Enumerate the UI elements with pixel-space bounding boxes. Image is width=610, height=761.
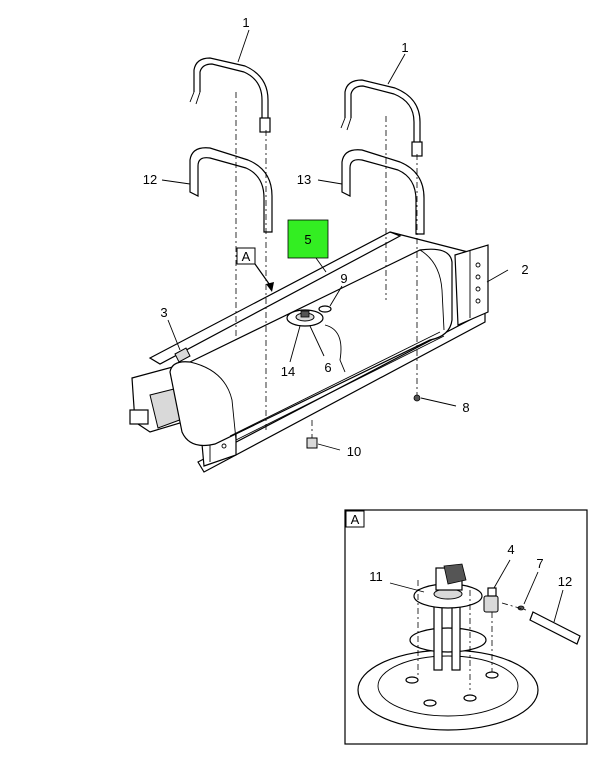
callout-drain-plug: 10 bbox=[347, 444, 361, 459]
callout-tank: 5 bbox=[304, 232, 311, 247]
callout-nut: 8 bbox=[462, 400, 469, 415]
callout-bracket: 2 bbox=[521, 262, 528, 277]
callout-sender-unit: 6 bbox=[324, 360, 331, 375]
detail-flag-label: A bbox=[242, 249, 251, 264]
mounting-nut bbox=[413, 394, 421, 402]
callout-detail-tube: 12 bbox=[558, 574, 572, 589]
fuel-tank bbox=[169, 248, 453, 447]
callout-hose-fitting: 3 bbox=[160, 305, 167, 320]
callout-sender-fitting: 4 bbox=[507, 542, 514, 557]
fuel-cap bbox=[318, 305, 332, 313]
detail-a-label: A bbox=[351, 512, 360, 527]
strap-insulator-left bbox=[189, 147, 273, 233]
callout-sender-assembly: 11 bbox=[369, 569, 383, 584]
drain-plug bbox=[306, 437, 318, 449]
callout-gasket: 14 bbox=[281, 364, 295, 379]
detail-arrow bbox=[254, 263, 274, 292]
callout-insulator-right: 13 bbox=[297, 172, 311, 187]
tank-frame bbox=[129, 231, 489, 473]
callout-insulator-left: 12 bbox=[143, 172, 157, 187]
leader-lines bbox=[161, 29, 509, 451]
tank-strap-left bbox=[189, 57, 271, 133]
detail-flag-box bbox=[236, 247, 256, 265]
sender-unit-on-tank bbox=[286, 309, 324, 327]
strap-insulator-right bbox=[341, 149, 425, 235]
callout-strap-right: 1 bbox=[401, 40, 408, 55]
detail-a-panel bbox=[344, 509, 588, 745]
callout-cap: 9 bbox=[340, 271, 347, 286]
callout-detail-clip: 7 bbox=[536, 556, 543, 571]
tank-strap-right bbox=[340, 79, 423, 157]
callout-strap-left: 1 bbox=[242, 15, 249, 30]
tank-highlight-box[interactable] bbox=[287, 219, 329, 259]
hose-fitting bbox=[174, 347, 191, 363]
